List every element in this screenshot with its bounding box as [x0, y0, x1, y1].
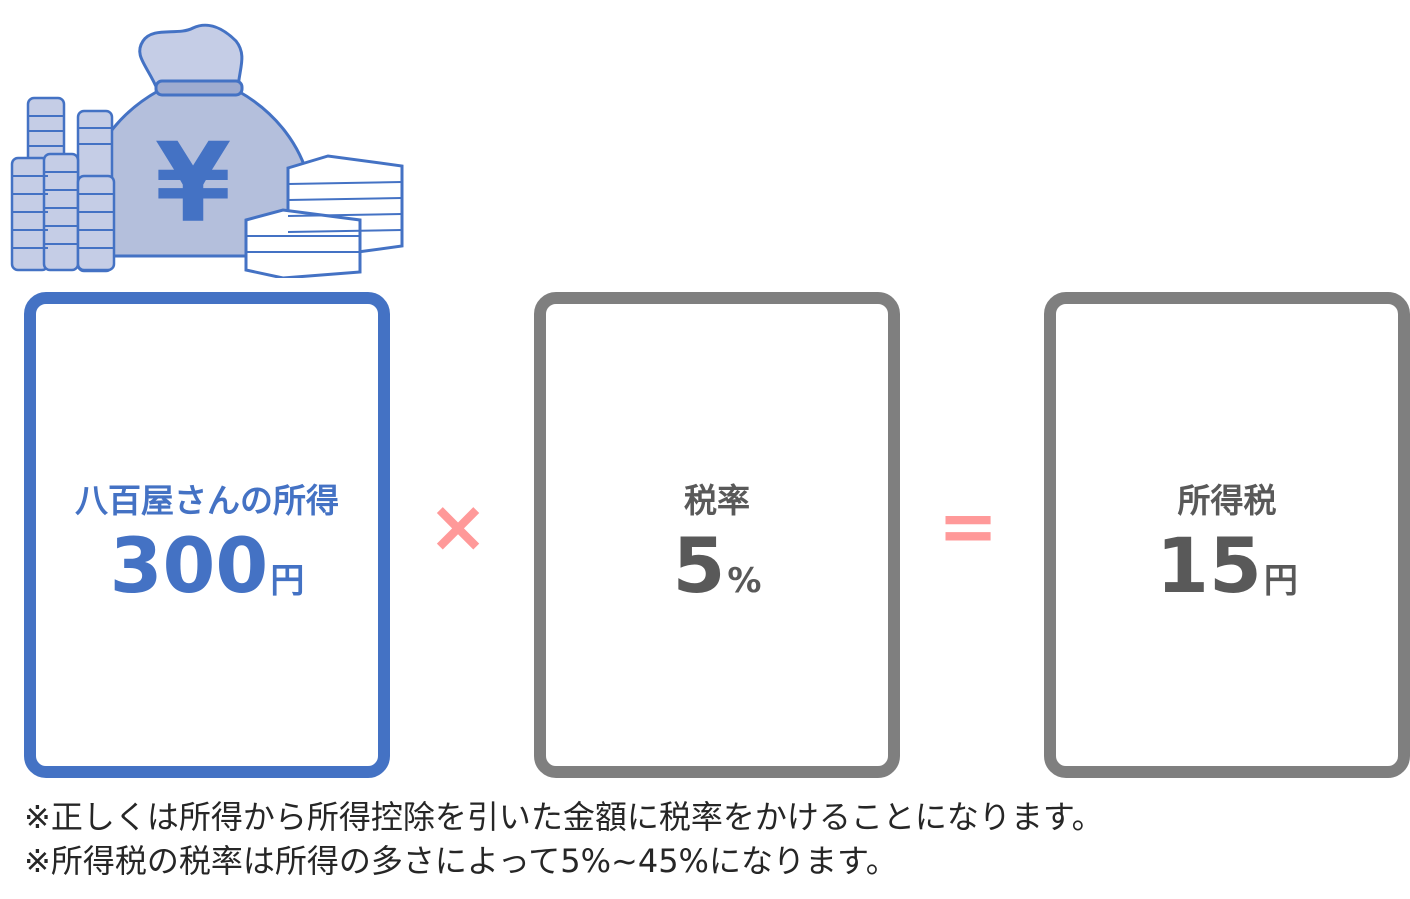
- tax-rate-value-line: 5%: [546, 528, 888, 604]
- income-box: 八百屋さんの所得 300円: [24, 292, 390, 778]
- tax-rate-label: 税率: [684, 481, 750, 520]
- yen-symbol: ¥: [155, 119, 232, 247]
- income-label: 八百屋さんの所得: [75, 481, 339, 520]
- income-tax-unit: 円: [1263, 561, 1298, 601]
- income-tax-label: 所得税: [1177, 481, 1277, 520]
- income-value: 300: [109, 521, 269, 610]
- note-2: ※所得税の税率は所得の多さによって5%~45%になります。: [24, 842, 898, 880]
- income-tax-value: 15: [1156, 521, 1262, 610]
- equals-operator: =: [937, 484, 999, 568]
- tax-rate-box: 税率 5%: [534, 292, 900, 778]
- multiply-operator: ×: [427, 484, 489, 568]
- income-unit: 円: [270, 561, 305, 601]
- banknote-lines: [246, 181, 403, 253]
- coin-lines: [12, 115, 114, 249]
- tax-rate-value: 5: [672, 521, 726, 610]
- money-bag-icon: ¥: [82, 23, 314, 258]
- money-bag-illustration: ¥: [10, 23, 404, 278]
- income-tax-value-line: 15円: [1056, 528, 1398, 604]
- tax-rate-unit: %: [727, 561, 762, 601]
- note-1: ※正しくは所得から所得控除を引いた金額に税率をかけることになります。: [24, 798, 1104, 836]
- income-value-line: 300円: [36, 528, 378, 604]
- income-tax-box: 所得税 15円: [1044, 292, 1410, 778]
- coin-stacks-icon: [10, 96, 116, 273]
